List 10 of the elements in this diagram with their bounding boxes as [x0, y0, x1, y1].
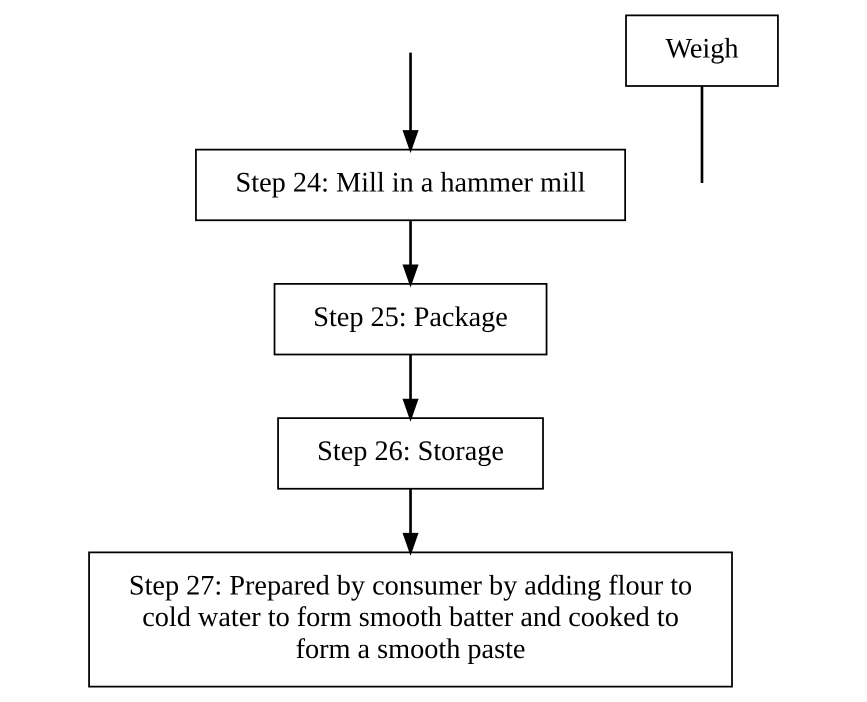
arrow: [402, 488, 419, 556]
node-box: Step 24: Mill in a hammer mill: [195, 148, 626, 222]
arrow: [402, 220, 419, 288]
arrow: [402, 354, 419, 422]
arrow: [402, 52, 419, 154]
node-box: Step 25: Package: [274, 283, 548, 356]
node-box: Step 27: Prepared by consumer by adding flour to cold water to form smooth batter and cooked to form a smooth paste: [88, 551, 733, 688]
connector: [700, 86, 704, 184]
node-box: Step 26: Storage: [277, 417, 544, 490]
node-box: Weigh: [625, 14, 779, 87]
